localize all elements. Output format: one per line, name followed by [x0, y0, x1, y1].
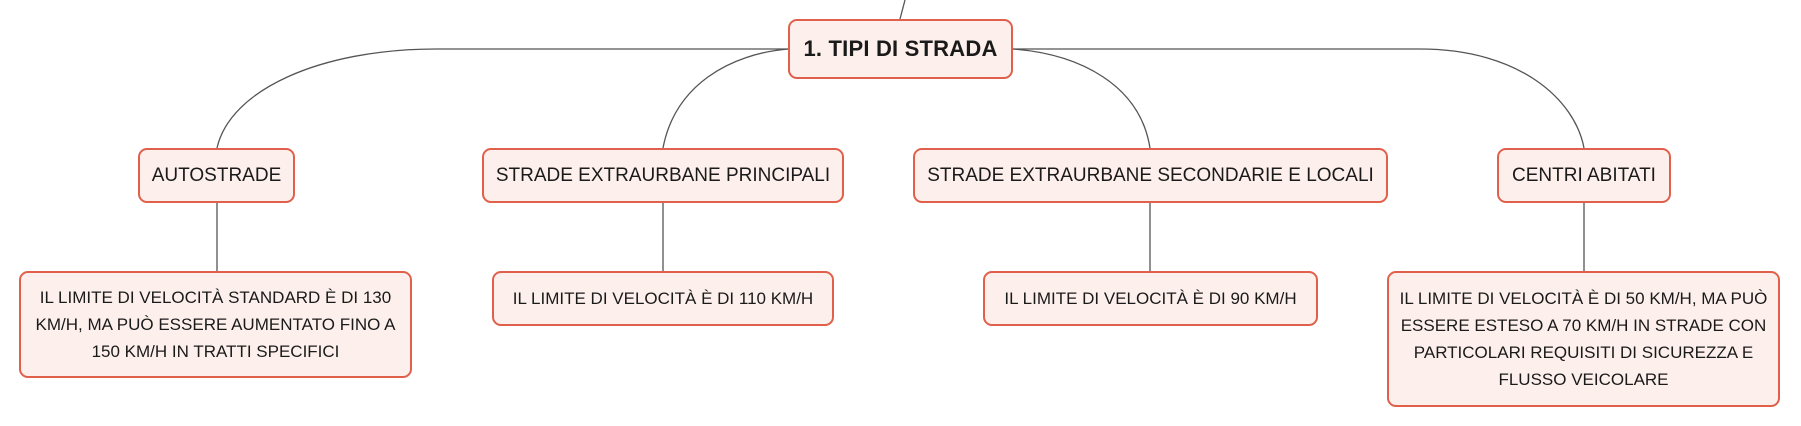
detail-text: IL LIMITE DI VELOCITÀ È DI 90 KM/H	[1004, 289, 1297, 308]
detail-node-centri-abitati[interactable]: IL LIMITE DI VELOCITÀ È DI 50 KM/H, MA P…	[1387, 271, 1780, 407]
detail-text: IL LIMITE DI VELOCITÀ È DI 110 KM/H	[512, 289, 814, 308]
detail-node-strade-extraurbane-principali[interactable]: IL LIMITE DI VELOCITÀ È DI 110 KM/H	[492, 271, 834, 326]
central-topic-node[interactable]: 1. TIPI DI STRADA	[788, 19, 1013, 79]
topic-label: AUTOSTRADE	[151, 164, 282, 186]
connector-root-principali	[662, 48, 789, 149]
central-topic-label: 1. TIPI DI STRADA	[803, 36, 998, 61]
topic-node-strade-extraurbane-principali[interactable]: STRADE EXTRAURBANE PRINCIPALI	[482, 148, 844, 203]
connector-to-parent	[899, 0, 906, 20]
connector-root-autostrade	[216, 48, 788, 149]
topic-label: CENTRI ABITATI	[1512, 164, 1656, 186]
topic-label: STRADE EXTRAURBANE SECONDARIE E LOCALI	[927, 164, 1374, 186]
detail-text: IL LIMITE DI VELOCITÀ È DI 50 KM/H, MA P…	[1399, 289, 1768, 389]
topic-node-centri-abitati[interactable]: CENTRI ABITATI	[1497, 148, 1671, 203]
topic-node-autostrade[interactable]: AUTOSTRADE	[138, 148, 295, 203]
connector-root-secondarie	[1012, 48, 1151, 149]
topic-label: STRADE EXTRAURBANE PRINCIPALI	[495, 164, 831, 186]
detail-node-autostrade[interactable]: IL LIMITE DI VELOCITÀ STANDARD È DI 130 …	[19, 271, 412, 378]
topic-node-strade-extraurbane-secondarie[interactable]: STRADE EXTRAURBANE SECONDARIE E LOCALI	[913, 148, 1388, 203]
detail-node-strade-extraurbane-secondarie[interactable]: IL LIMITE DI VELOCITÀ È DI 90 KM/H	[983, 271, 1318, 326]
detail-text: IL LIMITE DI VELOCITÀ STANDARD È DI 130 …	[35, 288, 396, 361]
connector-root-centri	[1013, 48, 1585, 149]
